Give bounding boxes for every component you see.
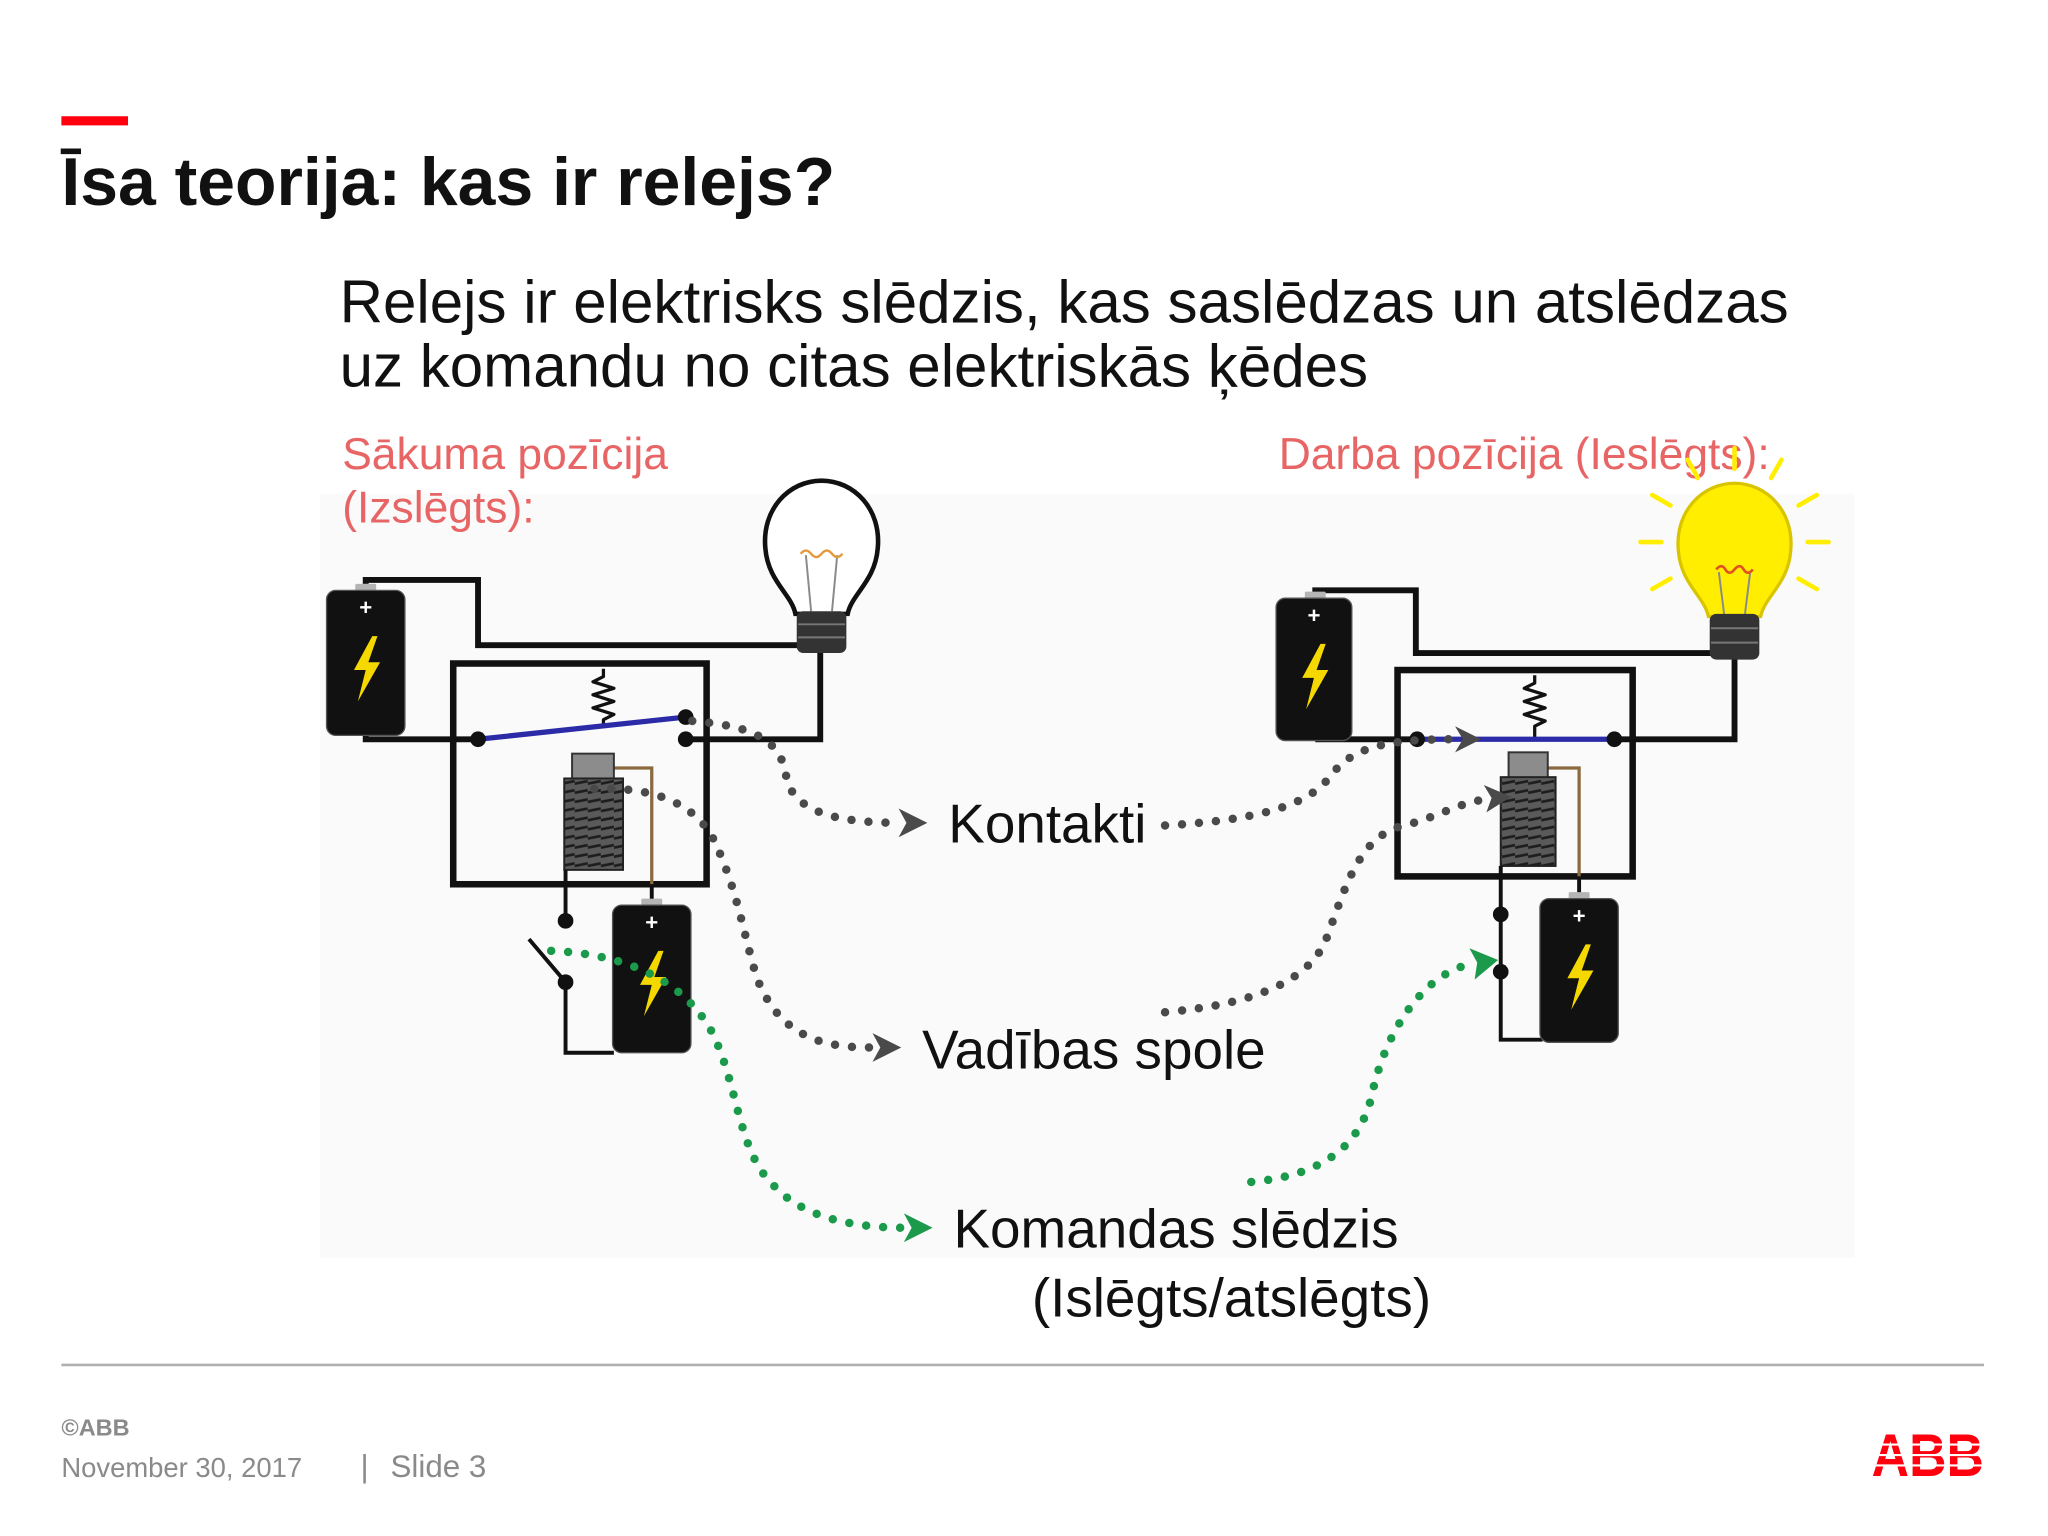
initial-position-label: Sākuma pozīcija — [342, 430, 668, 479]
bulb-filament — [1715, 564, 1754, 575]
relay-housing — [1394, 666, 1636, 880]
contacts-arrow-right — [1160, 735, 1461, 830]
accent-bar — [61, 116, 128, 126]
footer-separator: | — [360, 1449, 368, 1484]
switch-contact-top — [557, 912, 574, 929]
battery-plus-label: + — [1573, 903, 1586, 928]
contacts-arrow-left — [688, 716, 906, 828]
control-return-wire — [1498, 971, 1543, 1042]
load-wire — [362, 576, 824, 743]
bulb-glass — [1676, 481, 1793, 619]
switch-contact-bottom — [557, 974, 574, 991]
bulb-glass — [762, 478, 881, 617]
coil-arrow-right — [1160, 795, 1491, 1017]
light-ray — [1768, 457, 1784, 481]
load-return-wire — [362, 735, 479, 743]
return-spring — [1522, 675, 1547, 740]
coil-core — [571, 752, 615, 781]
relay-circuit-off: + + — [325, 478, 881, 1055]
arrowhead — [1483, 784, 1512, 813]
switch-contact-top — [1492, 906, 1509, 923]
battery-icon: + — [1275, 591, 1353, 742]
pivot-contact — [470, 731, 486, 748]
abb-logo: ABB — [1867, 1422, 1988, 1489]
contacts-label: Kontakti — [948, 792, 1146, 854]
lightning-icon — [353, 636, 381, 702]
switch-contact-bottom — [1492, 963, 1509, 980]
return-spring — [591, 668, 616, 727]
light-ray — [1649, 576, 1673, 592]
page-title: Īsa teorija: kas ir relejs? — [60, 145, 835, 220]
bulb-base — [796, 611, 847, 654]
arrowhead — [898, 808, 928, 838]
bulb-stem — [1717, 571, 1752, 614]
load-wire — [1312, 587, 1738, 743]
switch-arrow-left — [546, 946, 911, 1232]
light-bulb-on-icon — [1638, 445, 1831, 660]
battery-plus-label: + — [645, 910, 658, 935]
coil-winding — [1499, 776, 1557, 867]
battery-icon: + — [325, 583, 406, 736]
arrowhead — [872, 1033, 902, 1062]
command-switch-label: Komandas slēdzis — [953, 1197, 1398, 1259]
lightning-icon — [1567, 944, 1594, 1010]
light-ray — [1796, 492, 1820, 508]
footer-date: November 30, 2017 — [61, 1452, 302, 1483]
lightning-icon — [640, 950, 667, 1017]
arrowhead — [1469, 948, 1499, 980]
working-position-label: Darba pozīcija (Ieslēgts): — [1279, 430, 1770, 479]
command-switch-sublabel: (Islēgts/atslēgts) — [1032, 1267, 1431, 1329]
battery-icon: + — [1539, 892, 1619, 1043]
battery-icon: + — [611, 898, 692, 1054]
bulb-filament — [799, 549, 844, 559]
coil-lead — [613, 766, 654, 885]
bulb-stem — [804, 555, 839, 612]
bulb-base — [1709, 613, 1760, 660]
light-ray — [1685, 457, 1701, 481]
light-bulb-off-icon — [762, 478, 881, 654]
coil-arrow-left — [590, 784, 880, 1052]
fixed-contact — [1606, 731, 1623, 748]
initial-position-state: (Izslēgts): — [342, 483, 534, 532]
battery-plus-label: + — [1307, 603, 1320, 628]
switch-lever-open — [527, 937, 568, 984]
subtitle-line-1: Relejs ir elektrisks slēdzis, kas saslēd… — [340, 269, 1789, 336]
fixed-contact — [677, 731, 694, 748]
subtitle-line-2: uz komandu no citas elektriskās ķēdes — [340, 333, 1369, 400]
control-coil-label: Vadības spole — [922, 1018, 1266, 1080]
lightning-icon — [1302, 643, 1329, 710]
armature-open — [477, 714, 686, 742]
coil-lead — [1547, 766, 1581, 877]
relay-housing — [449, 660, 710, 888]
light-ray — [1649, 492, 1673, 508]
copyright: ©ABB — [61, 1414, 129, 1440]
light-ray — [1796, 576, 1820, 592]
coil-winding — [563, 777, 624, 871]
arrowhead — [1455, 726, 1482, 753]
arrowhead — [903, 1213, 933, 1243]
switch-arrow-right — [1247, 959, 1477, 1187]
coil-core — [1507, 751, 1549, 780]
battery-plus-label: + — [359, 595, 372, 620]
control-return-wire — [563, 982, 614, 1055]
slide-number: Slide 3 — [391, 1449, 487, 1484]
